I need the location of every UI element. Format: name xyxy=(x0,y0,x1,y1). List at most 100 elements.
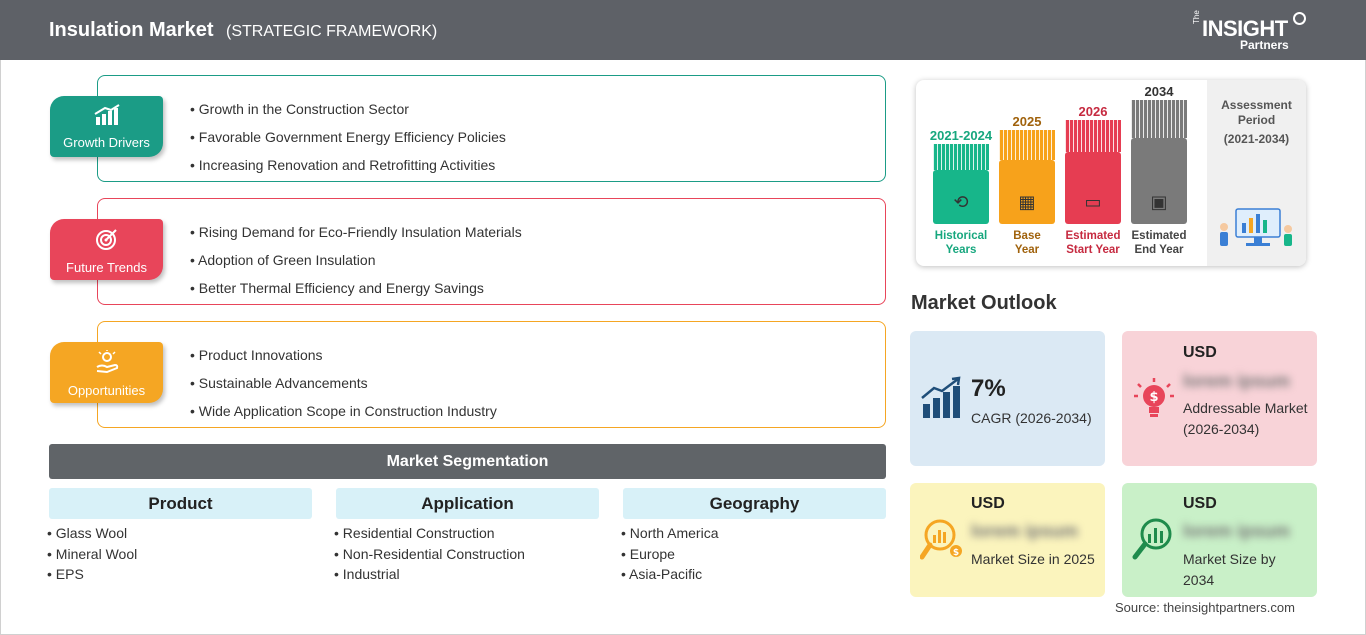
analytics-team-icon xyxy=(1220,208,1292,246)
market-size-2025-card: $ USD lorem ipsum Market Size in 2025 xyxy=(910,483,1105,597)
future-trends-list: Rising Demand for Eco-Friendly Insulatio… xyxy=(190,218,522,302)
market-outlook-title: Market Outlook xyxy=(911,292,1057,314)
timeline-bar xyxy=(1131,138,1187,224)
timeline-bar xyxy=(1065,152,1121,224)
size-2025-amount: lorem ipsum xyxy=(971,521,1079,541)
list-item: Adoption of Green Insulation xyxy=(190,246,522,274)
assessment-timeline: 2021-2024 ⟲ Historical Years 2025 ▦ Base… xyxy=(916,80,1306,266)
future-trends-box: Rising Demand for Eco-Friendly Insulatio… xyxy=(97,198,886,305)
assessment-line1: Assessment xyxy=(1221,98,1292,112)
timeline-bar-stripes xyxy=(999,130,1055,160)
list-item: Glass Wool xyxy=(47,523,137,544)
list-item: Rising Demand for Eco-Friendly Insulatio… xyxy=(190,218,522,246)
opportunities-list: Product Innovations Sustainable Advancem… xyxy=(190,341,497,425)
opportunities-badge: Opportunities xyxy=(50,342,163,403)
list-item: Product Innovations xyxy=(190,341,497,369)
insight-partners-logo[interactable]: The INSIGHT Partners xyxy=(1190,10,1310,54)
addressable-market-card: $ USD lorem ipsum Addressable Market (20… xyxy=(1122,331,1317,466)
list-item: Asia-Pacific xyxy=(621,564,719,585)
timeline-year: 2021-2024 xyxy=(929,128,993,143)
list-item: Wide Application Scope in Construction I… xyxy=(190,397,497,425)
cagr-card: 7% CAGR (2026-2034) xyxy=(910,331,1105,466)
list-item: Industrial xyxy=(334,564,525,585)
lightbulb-dollar-icon: $ xyxy=(1134,378,1174,417)
growth-drivers-box: Growth in the Construction Sector Favora… xyxy=(97,75,886,182)
future-trends-badge: Future Trends xyxy=(50,219,163,280)
magnifier-bars-icon xyxy=(1132,518,1172,560)
market-size-2034-card: USD lorem ipsum Market Size by 2034 xyxy=(1122,483,1317,597)
segment-head-application: Application xyxy=(336,488,599,519)
list-item: Non-Residential Construction xyxy=(334,544,525,565)
addressable-usd: USD xyxy=(1183,344,1217,361)
segment-head-geography: Geography xyxy=(623,488,886,519)
logo-partners-text: Partners xyxy=(1240,38,1289,52)
history-icon: ⟲ xyxy=(953,192,969,212)
list-item: Europe xyxy=(621,544,719,565)
assessment-range: (2021-2034) xyxy=(1223,132,1290,146)
timeline-caption: Start Year xyxy=(1066,244,1120,256)
size-2034-amount: lorem ipsum xyxy=(1183,521,1291,541)
timeline-caption: Years xyxy=(945,244,977,256)
addressable-amount: lorem ipsum xyxy=(1183,371,1291,391)
magnifier-chart-icon: $ xyxy=(920,519,962,560)
size-2025-label: Market Size in 2025 xyxy=(971,551,1095,567)
future-trends-label: Future Trends xyxy=(66,260,147,275)
list-item: EPS xyxy=(47,564,137,585)
opportunities-label: Opportunities xyxy=(67,383,146,398)
logo-insight-text: INSIGHT xyxy=(1202,16,1288,41)
list-item: Mineral Wool xyxy=(47,544,137,565)
target-icon xyxy=(50,227,163,256)
source-text[interactable]: Source: theinsightpartners.com xyxy=(1115,600,1295,615)
timeline-bar-stripes xyxy=(1065,120,1121,152)
chart-up-icon xyxy=(50,104,163,131)
timeline-caption: End Year xyxy=(1134,244,1184,256)
svg-text:$: $ xyxy=(1149,390,1158,405)
growth-drivers-label: Growth Drivers xyxy=(63,135,150,150)
list-item: North America xyxy=(621,523,719,544)
timeline-caption: Year xyxy=(1014,244,1040,256)
header-bar: Insulation Market (STRATEGIC FRAMEWORK) … xyxy=(0,0,1366,60)
timeline-caption: Historical xyxy=(934,230,988,242)
list-item: Better Thermal Efficiency and Energy Sav… xyxy=(190,274,522,302)
growth-drivers-list: Growth in the Construction Sector Favora… xyxy=(190,95,506,179)
size-2025-usd: USD xyxy=(971,495,1005,512)
size-2034-label: Market Size by 2034 xyxy=(1183,551,1276,588)
timeline-year: 2025 xyxy=(1012,114,1042,129)
growth-bars-icon xyxy=(921,376,961,418)
page-subtitle: (STRATEGIC FRAMEWORK) xyxy=(226,23,438,40)
cagr-label: CAGR (2026-2034) xyxy=(971,410,1092,426)
segment-head-product: Product xyxy=(49,488,312,519)
cagr-value: 7% xyxy=(971,375,1006,402)
timeline-caption: Estimated xyxy=(1065,230,1121,242)
logo-ring-icon xyxy=(1293,12,1306,25)
timeline-year: 2034 xyxy=(1144,84,1174,99)
growth-drivers-badge: Growth Drivers xyxy=(50,96,163,157)
list-item: Growth in the Construction Sector xyxy=(190,95,506,123)
timeline-bar-stripes xyxy=(1131,100,1187,138)
timeline-caption: Estimated xyxy=(1131,230,1187,242)
segment-list-product: Glass Wool Mineral Wool EPS xyxy=(47,523,137,585)
page-title: Insulation Market xyxy=(49,19,214,41)
list-item: Residential Construction xyxy=(334,523,525,544)
calendar-icon: ▦ xyxy=(1018,192,1036,212)
presentation-icon: ▭ xyxy=(1084,192,1102,212)
timeline-bar xyxy=(999,160,1055,224)
segment-list-application: Residential Construction Non-Residential… xyxy=(334,523,525,585)
timeline-bar-stripes xyxy=(933,144,989,170)
timeline-bar xyxy=(933,170,989,224)
opportunities-box: Product Innovations Sustainable Advancem… xyxy=(97,321,886,428)
assessment-label: Assessment Period xyxy=(1207,98,1306,128)
timeline-caption: Base xyxy=(1013,230,1041,242)
monitor-chart-icon: ▣ xyxy=(1150,192,1168,212)
hand-lightbulb-icon xyxy=(50,350,163,379)
assessment-line2: Period xyxy=(1237,113,1276,127)
list-item: Increasing Renovation and Retrofitting A… xyxy=(190,151,506,179)
logo-the-text: The xyxy=(1192,10,1201,24)
timeline-year: 2026 xyxy=(1078,104,1108,119)
list-item: Favorable Government Energy Efficiency P… xyxy=(190,123,506,151)
list-item: Sustainable Advancements xyxy=(190,369,497,397)
svg-text:$: $ xyxy=(953,548,959,558)
addressable-label: Addressable Market (2026-2034) xyxy=(1183,400,1308,437)
size-2034-usd: USD xyxy=(1183,495,1217,512)
segment-list-geography: North America Europe Asia-Pacific xyxy=(621,523,719,585)
